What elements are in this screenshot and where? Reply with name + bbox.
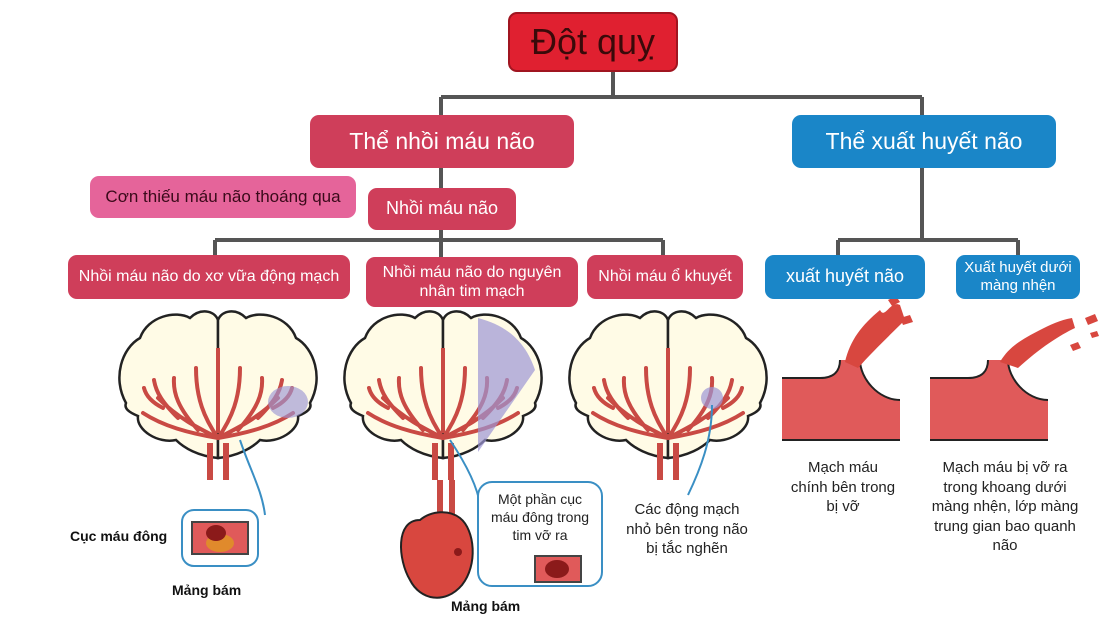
title-box: Đột quỵ: [508, 12, 678, 72]
subarachnoid-hemorrhage-box: Xuất huyết dưới màng nhện: [956, 255, 1080, 299]
ischemic-stroke-label: Thể nhồi máu não: [349, 127, 535, 154]
subarachnoid-caption: Mạch máu bị vỡ ra trong khoang dưới màng…: [931, 459, 1079, 554]
cerebral-infarction-label: Nhồi máu não: [385, 198, 499, 219]
tia-box: Cơn thiếu máu não thoáng qua: [90, 176, 356, 218]
intracerebral-caption: Mạch máu chính bên trong bị vỡ: [790, 459, 896, 515]
cardioembolic-callout: Một phần cục máu đông trong tim vỡ ra: [490, 491, 590, 544]
plaque-label-1: Mảng bám: [172, 582, 242, 598]
tree-connectors: [213, 72, 1020, 257]
hemorrhagic-stroke-label: Thể xuất huyết não: [825, 127, 1023, 154]
cardioembolic-infarction-box: Nhồi máu não do nguyên nhân tim mạch: [366, 257, 578, 307]
intracerebral-hemorrhage-label: xuất huyết não: [785, 266, 905, 287]
subarachnoid-hemorrhage-label: Xuất huyết dưới màng nhện: [964, 259, 1072, 294]
ischemic-stroke-box: Thể nhồi máu não: [310, 115, 574, 168]
plaque-label-2: Mảng bám: [451, 598, 521, 614]
page-title: Đột quỵ: [530, 21, 656, 63]
brain-lacunar-illustration: [569, 311, 766, 496]
subarachnoid-hemorrhage-illustration: [930, 314, 1099, 441]
lacunar-infarction-label: Nhồi máu ổ khuyết: [598, 268, 732, 286]
lacunar-infarction-box: Nhồi máu ổ khuyết: [587, 255, 743, 299]
brain-atherosclerotic-illustration: [119, 311, 316, 567]
hemorrhagic-stroke-box: Thể xuất huyết não: [792, 115, 1056, 168]
atherosclerotic-infarction-box: Nhồi máu não do xơ vữa động mạch: [68, 255, 350, 299]
tia-label: Cơn thiếu máu não thoáng qua: [105, 186, 341, 206]
brain-cardioembolic-illustration: [344, 311, 603, 599]
clot-label: Cục máu đông: [70, 528, 168, 544]
lacunar-caption: Các động mạch nhỏ bên trong não bị tắc n…: [626, 501, 748, 557]
intracerebral-hemorrhage-illustration: [782, 296, 913, 441]
intracerebral-hemorrhage-box: xuất huyết não: [765, 255, 925, 299]
atherosclerotic-infarction-label: Nhồi máu não do xơ vữa động mạch: [78, 268, 340, 286]
cerebral-infarction-box: Nhồi máu não: [368, 188, 516, 230]
cardioembolic-infarction-label: Nhồi máu não do nguyên nhân tim mạch: [382, 263, 562, 300]
